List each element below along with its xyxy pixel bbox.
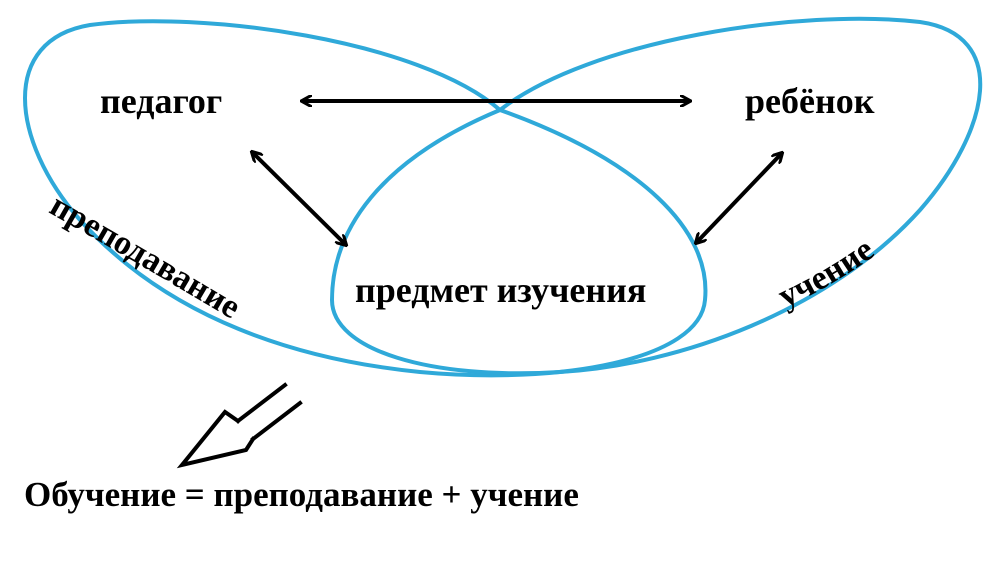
teaching-loop [23, 19, 708, 378]
formula-text: Обучение = преподавание + учение [24, 475, 579, 514]
learning-arc-label: учение [772, 231, 880, 315]
teacher-label: педагог [100, 81, 222, 121]
learning-loop [329, 16, 983, 376]
subject-label: предмет изучения [355, 270, 646, 310]
teaching-arc-text: преподавание [44, 187, 247, 326]
implication-arrow [176, 382, 303, 469]
learning-arc-text: учение [772, 231, 880, 315]
child-subject-arrow [696, 153, 782, 243]
teaching-arc-label: преподавание [44, 187, 247, 326]
teacher-subject-arrow [252, 152, 346, 245]
child-label: ребёнок [745, 81, 875, 121]
